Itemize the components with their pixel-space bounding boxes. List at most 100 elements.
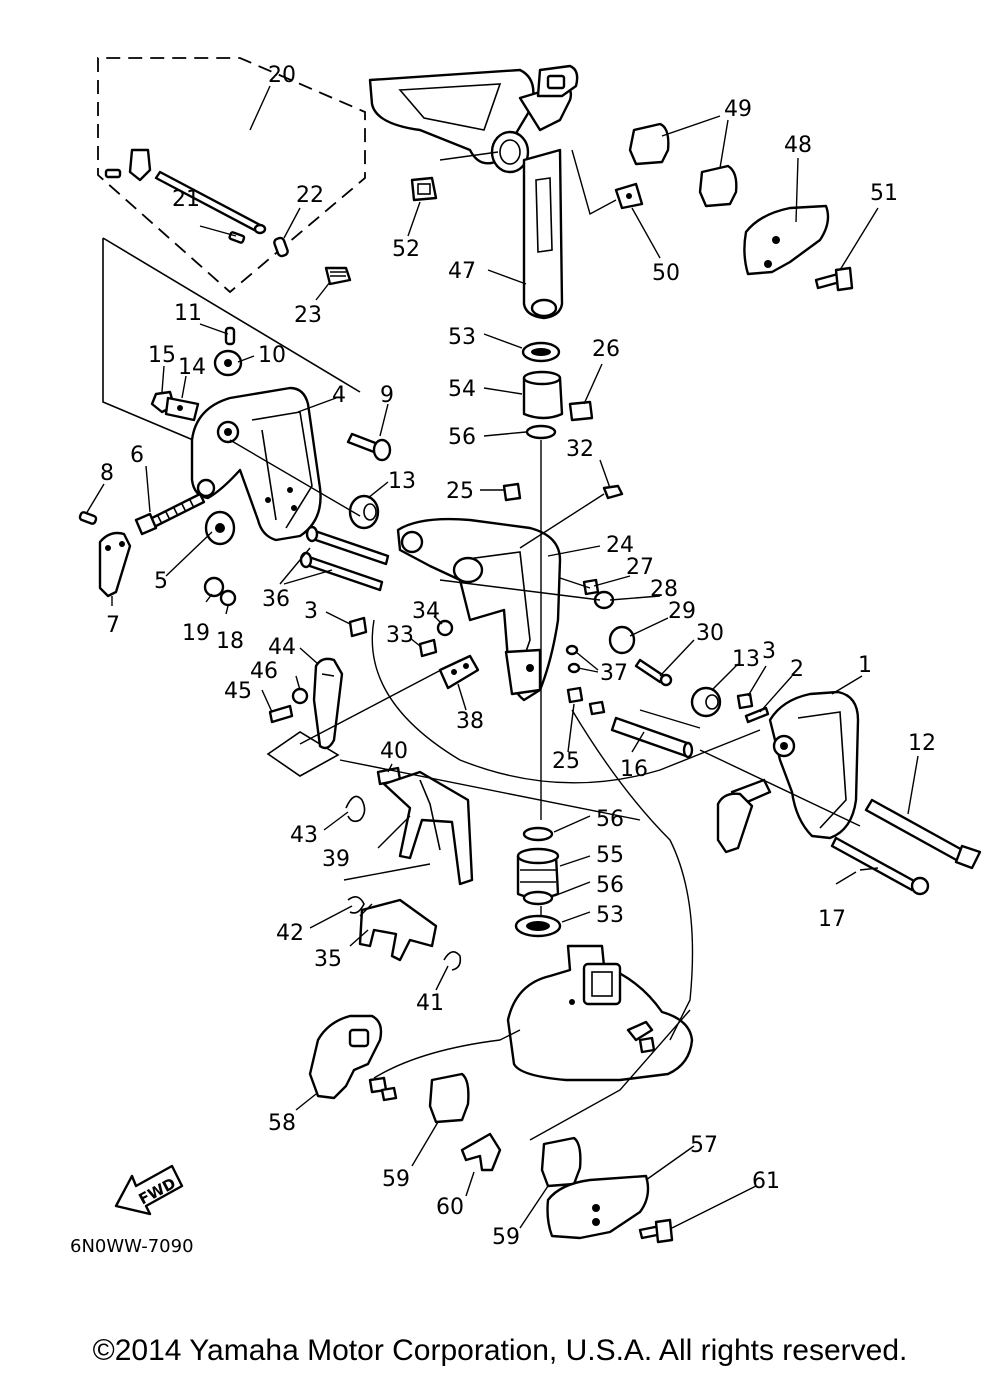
part-27-nut [582,578,600,596]
callout-19: 19 [182,621,210,646]
part-33-screw [418,638,438,658]
callout-56-middle: 56 [596,807,624,832]
callout-15: 15 [148,343,176,368]
part-3-screw-right [736,692,754,710]
part-51-bolt [814,266,854,292]
callout-10: 10 [258,343,286,368]
part-30-pin [634,658,673,687]
callout-4: 4 [332,383,346,408]
part-5-friction-plate [204,510,236,546]
callout-45: 45 [224,679,252,704]
callout-22: 22 [296,183,324,208]
part-25-grease-nipple-upper [502,482,522,502]
callout-37: 37 [600,661,628,686]
part-8-pin [78,511,98,525]
part-53-seal-upper [521,341,561,363]
callout-29: 29 [668,599,696,624]
callout-54: 54 [448,377,476,402]
part-60-clip [460,1132,502,1172]
callout-51: 51 [870,181,898,206]
wire-line-2 [571,709,694,1041]
callout-52: 52 [392,237,420,262]
part-39-tilt-lock [382,770,474,886]
part-handle-bracket [368,64,579,174]
part-56-oring-upper [525,424,557,440]
copyright-notice: ©2014 Yamaha Motor Corporation, U.S.A. A… [92,1334,908,1367]
callout-25-lower: 25 [552,749,580,774]
callout-40: 40 [380,739,408,764]
part-18-washer [219,589,237,607]
part-57-cover [546,1174,650,1240]
part-41-spring [443,951,462,971]
part-2-pin [744,706,770,724]
part-52-clip [410,176,438,202]
callout-35: 35 [314,947,342,972]
callout-59-left: 59 [382,1167,410,1192]
part-20-assembly [104,148,352,286]
callout-55: 55 [596,843,624,868]
callout-59-right: 59 [492,1225,520,1250]
callout-11: 11 [174,301,202,326]
part-34-screw [436,619,454,637]
callout-46: 46 [250,659,278,684]
part-29-bushing [608,625,636,655]
part-49-cap-upper [628,122,670,166]
part-37-washers [565,644,581,674]
callout-23: 23 [294,303,322,328]
part-61-bolt [638,1218,674,1244]
part-45-bolt [268,704,294,724]
callout-20: 20 [268,63,296,88]
callout-14: 14 [178,355,206,380]
assembly-line-8 [343,863,431,917]
group-box-swivel [266,731,340,777]
callout-6: 6 [130,443,144,468]
callout-58: 58 [268,1111,296,1136]
callout-50: 50 [652,261,680,286]
part-4-clamp-bracket [190,386,322,542]
part-49-cap-lower [698,164,738,208]
part-3-screw-left [348,616,368,638]
callout-60: 60 [436,1195,464,1220]
part-35-lever [358,898,438,962]
callout-2: 2 [790,657,804,682]
part-11-pin [224,326,236,346]
callout-3-right: 3 [762,639,776,664]
part-17-bolt [830,836,930,896]
part-50-grommet [614,182,644,210]
part-12-bolt [864,798,982,870]
assembly-line-5 [529,1009,691,1141]
part-16-tube [610,716,694,759]
leader-lines [85,85,919,1229]
assembly-line-2 [299,659,641,821]
callout-13-left: 13 [388,469,416,494]
part-14-plate [164,396,200,422]
part-13-bushing-left [348,494,380,530]
part-43-spring [345,795,366,823]
part-47-steering-shaft [522,148,564,320]
callout-57: 57 [690,1133,718,1158]
part-24-swivel-bracket [396,517,562,702]
callout-24: 24 [606,533,634,558]
part-19-nut [203,576,225,598]
callout-7: 7 [106,613,120,638]
part-36-bolts [299,525,390,592]
wire-line-1 [371,619,761,784]
callout-56-upper: 56 [448,425,476,450]
callout-26: 26 [592,337,620,362]
callout-41: 41 [416,991,444,1016]
callout-27: 27 [626,555,654,580]
part-1-clamp-bracket [716,690,860,854]
part-58-bracket [308,1014,398,1102]
callout-53-upper: 53 [448,325,476,350]
callout-42: 42 [276,921,304,946]
callout-21: 21 [172,187,200,212]
part-7-handle [98,531,132,598]
callout-39: 39 [322,847,350,872]
callout-36: 36 [262,587,290,612]
part-32-clip [602,484,624,500]
part-13-bushing-right [690,686,722,718]
part-56-oring-middle [522,826,554,842]
part-56-oring-lower [522,890,554,906]
assembly-line-4 [373,1029,521,1079]
